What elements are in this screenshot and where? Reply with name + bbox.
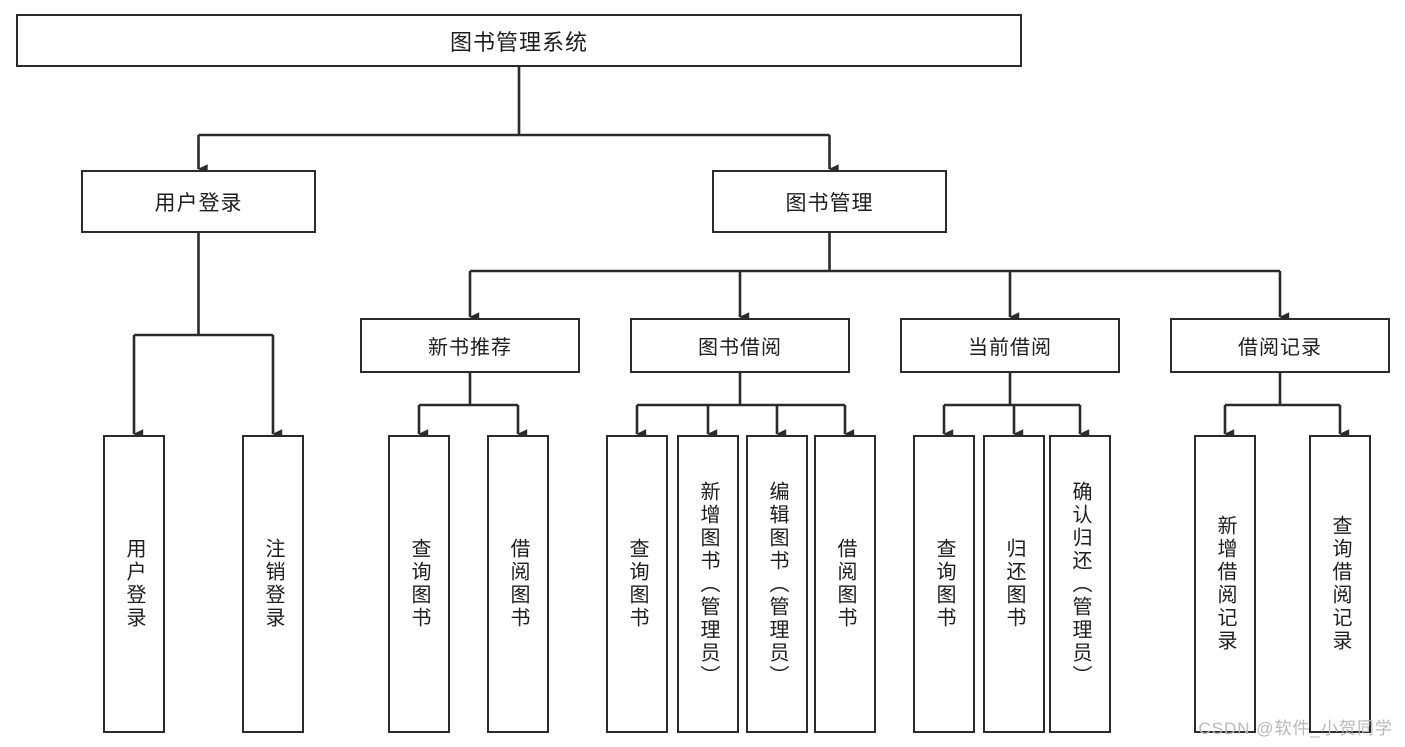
node-label-leaf-user-logout: 注销登录 — [262, 538, 284, 630]
node-label-leaf-query-book-rec: 查询图书 — [408, 538, 430, 630]
node-leaf-user-login[interactable]: 用户登录 — [103, 435, 165, 733]
node-label-user-login: 用户登录 — [154, 191, 243, 215]
node-label-leaf-return-book: 归还图书 — [1003, 538, 1025, 630]
node-label-leaf-add-book-admin: 新增图书（管理员） — [697, 480, 719, 688]
node-current-borrow[interactable]: 当前借阅 — [900, 318, 1120, 373]
node-label-book-manage: 图书管理 — [785, 191, 874, 215]
node-label-leaf-borrow-book-rec: 借阅图书 — [507, 538, 529, 630]
node-leaf-return-book[interactable]: 归还图书 — [983, 435, 1045, 733]
node-root[interactable]: 图书管理系统 — [16, 14, 1022, 67]
node-label-leaf-query-borrow-record: 查询借阅记录 — [1329, 515, 1351, 653]
node-label-new-book-recommend: 新书推荐 — [428, 337, 512, 359]
node-label-current-borrow: 当前借阅 — [968, 337, 1052, 359]
node-label-borrow-record: 借阅记录 — [1238, 337, 1322, 359]
node-leaf-query-borrow-record[interactable]: 查询借阅记录 — [1309, 435, 1371, 733]
node-book-manage[interactable]: 图书管理 — [712, 170, 947, 233]
node-label-leaf-confirm-return-admin: 确认归还（管理员） — [1069, 480, 1091, 688]
node-label-leaf-query-book-cur: 查询图书 — [933, 538, 955, 630]
node-label-root: 图书管理系统 — [449, 29, 588, 55]
node-label-book-borrow: 图书借阅 — [698, 337, 782, 359]
node-leaf-confirm-return-admin[interactable]: 确认归还（管理员） — [1049, 435, 1111, 733]
node-leaf-edit-book-admin[interactable]: 编辑图书（管理员） — [746, 435, 808, 733]
node-leaf-query-book-cur[interactable]: 查询图书 — [913, 435, 975, 733]
node-leaf-add-borrow-record[interactable]: 新增借阅记录 — [1194, 435, 1256, 733]
node-leaf-borrow-book[interactable]: 借阅图书 — [814, 435, 876, 733]
node-borrow-record[interactable]: 借阅记录 — [1170, 318, 1390, 373]
node-leaf-user-logout[interactable]: 注销登录 — [242, 435, 304, 733]
node-leaf-query-book-borrow[interactable]: 查询图书 — [606, 435, 668, 733]
node-leaf-add-book-admin[interactable]: 新增图书（管理员） — [677, 435, 739, 733]
node-user-login[interactable]: 用户登录 — [81, 170, 316, 233]
node-label-leaf-user-login: 用户登录 — [123, 538, 145, 630]
watermark-text: CSDN @软件_小贺同学 — [1198, 719, 1393, 738]
node-label-leaf-add-borrow-record: 新增借阅记录 — [1214, 515, 1236, 653]
node-label-leaf-borrow-book: 借阅图书 — [834, 538, 856, 630]
node-leaf-query-book-rec[interactable]: 查询图书 — [388, 435, 450, 733]
node-leaf-borrow-book-rec[interactable]: 借阅图书 — [487, 435, 549, 733]
node-label-leaf-edit-book-admin: 编辑图书（管理员） — [766, 480, 788, 688]
node-label-leaf-query-book-borrow: 查询图书 — [626, 538, 648, 630]
node-book-borrow[interactable]: 图书借阅 — [630, 318, 850, 373]
node-new-book-recommend[interactable]: 新书推荐 — [360, 318, 580, 373]
